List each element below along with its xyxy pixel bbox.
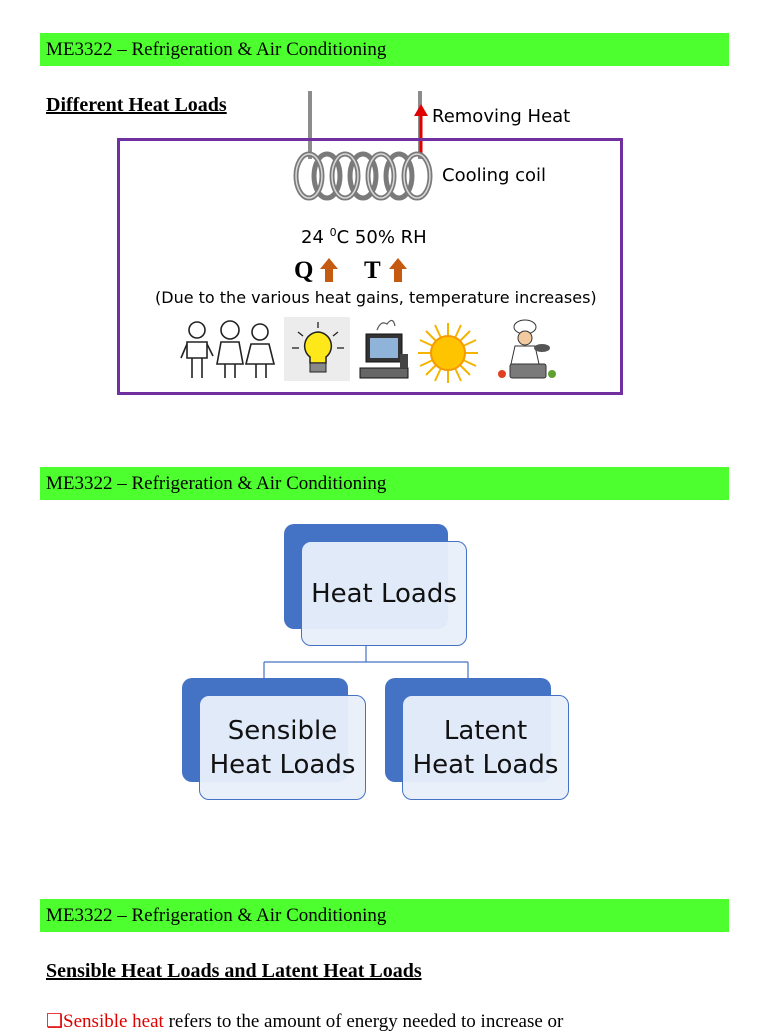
computer-icon bbox=[359, 319, 409, 379]
cooling-coil-label: Cooling coil bbox=[442, 165, 547, 186]
bullet-icon: ❑ bbox=[46, 1011, 64, 1032]
sensible-heat-loads-node: Sensible Heat Loads bbox=[199, 695, 366, 800]
conditions-rest: C 50% RH bbox=[336, 227, 427, 248]
sensible-heat-definition: ❑Sensible heat refers to the amount of e… bbox=[46, 1010, 563, 1033]
chef-cooking-icon bbox=[498, 319, 556, 379]
coil-inlet-pipe bbox=[308, 91, 312, 159]
q-label: Q bbox=[294, 257, 314, 284]
conditions-temp: 24 bbox=[301, 227, 330, 248]
sensible-line-2: Heat Loads bbox=[209, 749, 356, 780]
q-increase-arrow-icon bbox=[320, 258, 338, 282]
room-conditions: 24 0C 50% RH bbox=[301, 226, 427, 248]
sun-icon bbox=[418, 323, 478, 383]
t-label: T bbox=[364, 257, 381, 284]
tree-connector bbox=[263, 646, 469, 682]
conditions-degree: 0 bbox=[329, 226, 337, 239]
t-increase-arrow-icon bbox=[389, 258, 407, 282]
header-band-1: ME3322 – Refrigeration & Air Conditionin… bbox=[40, 33, 729, 66]
cooling-coil-icon bbox=[293, 151, 433, 201]
heat-loads-node: Heat Loads bbox=[301, 541, 467, 646]
latent-line-1: Latent bbox=[443, 715, 528, 746]
heading-sensible-latent: Sensible Heat Loads and Latent Heat Load… bbox=[46, 960, 422, 982]
light-bulb-icon bbox=[292, 322, 344, 373]
people-icon bbox=[180, 320, 276, 378]
room-frame bbox=[117, 138, 623, 395]
sensible-heat-text: refers to the amount of energy needed to… bbox=[163, 1011, 564, 1032]
heat-gain-note: (Due to the various heat gains, temperat… bbox=[155, 288, 597, 307]
header-band-2: ME3322 – Refrigeration & Air Conditionin… bbox=[40, 467, 729, 500]
heading-different-heat-loads: Different Heat Loads bbox=[46, 94, 227, 116]
header-band-3: ME3322 – Refrigeration & Air Conditionin… bbox=[40, 899, 729, 932]
latent-heat-loads-node: Latent Heat Loads bbox=[402, 695, 569, 800]
sensible-heat-term: Sensible heat bbox=[63, 1011, 164, 1032]
removing-heat-arrow-icon bbox=[414, 104, 428, 156]
removing-heat-label: Removing Heat bbox=[432, 106, 571, 127]
latent-line-2: Heat Loads bbox=[412, 749, 559, 780]
sensible-line-1: Sensible bbox=[227, 715, 338, 746]
